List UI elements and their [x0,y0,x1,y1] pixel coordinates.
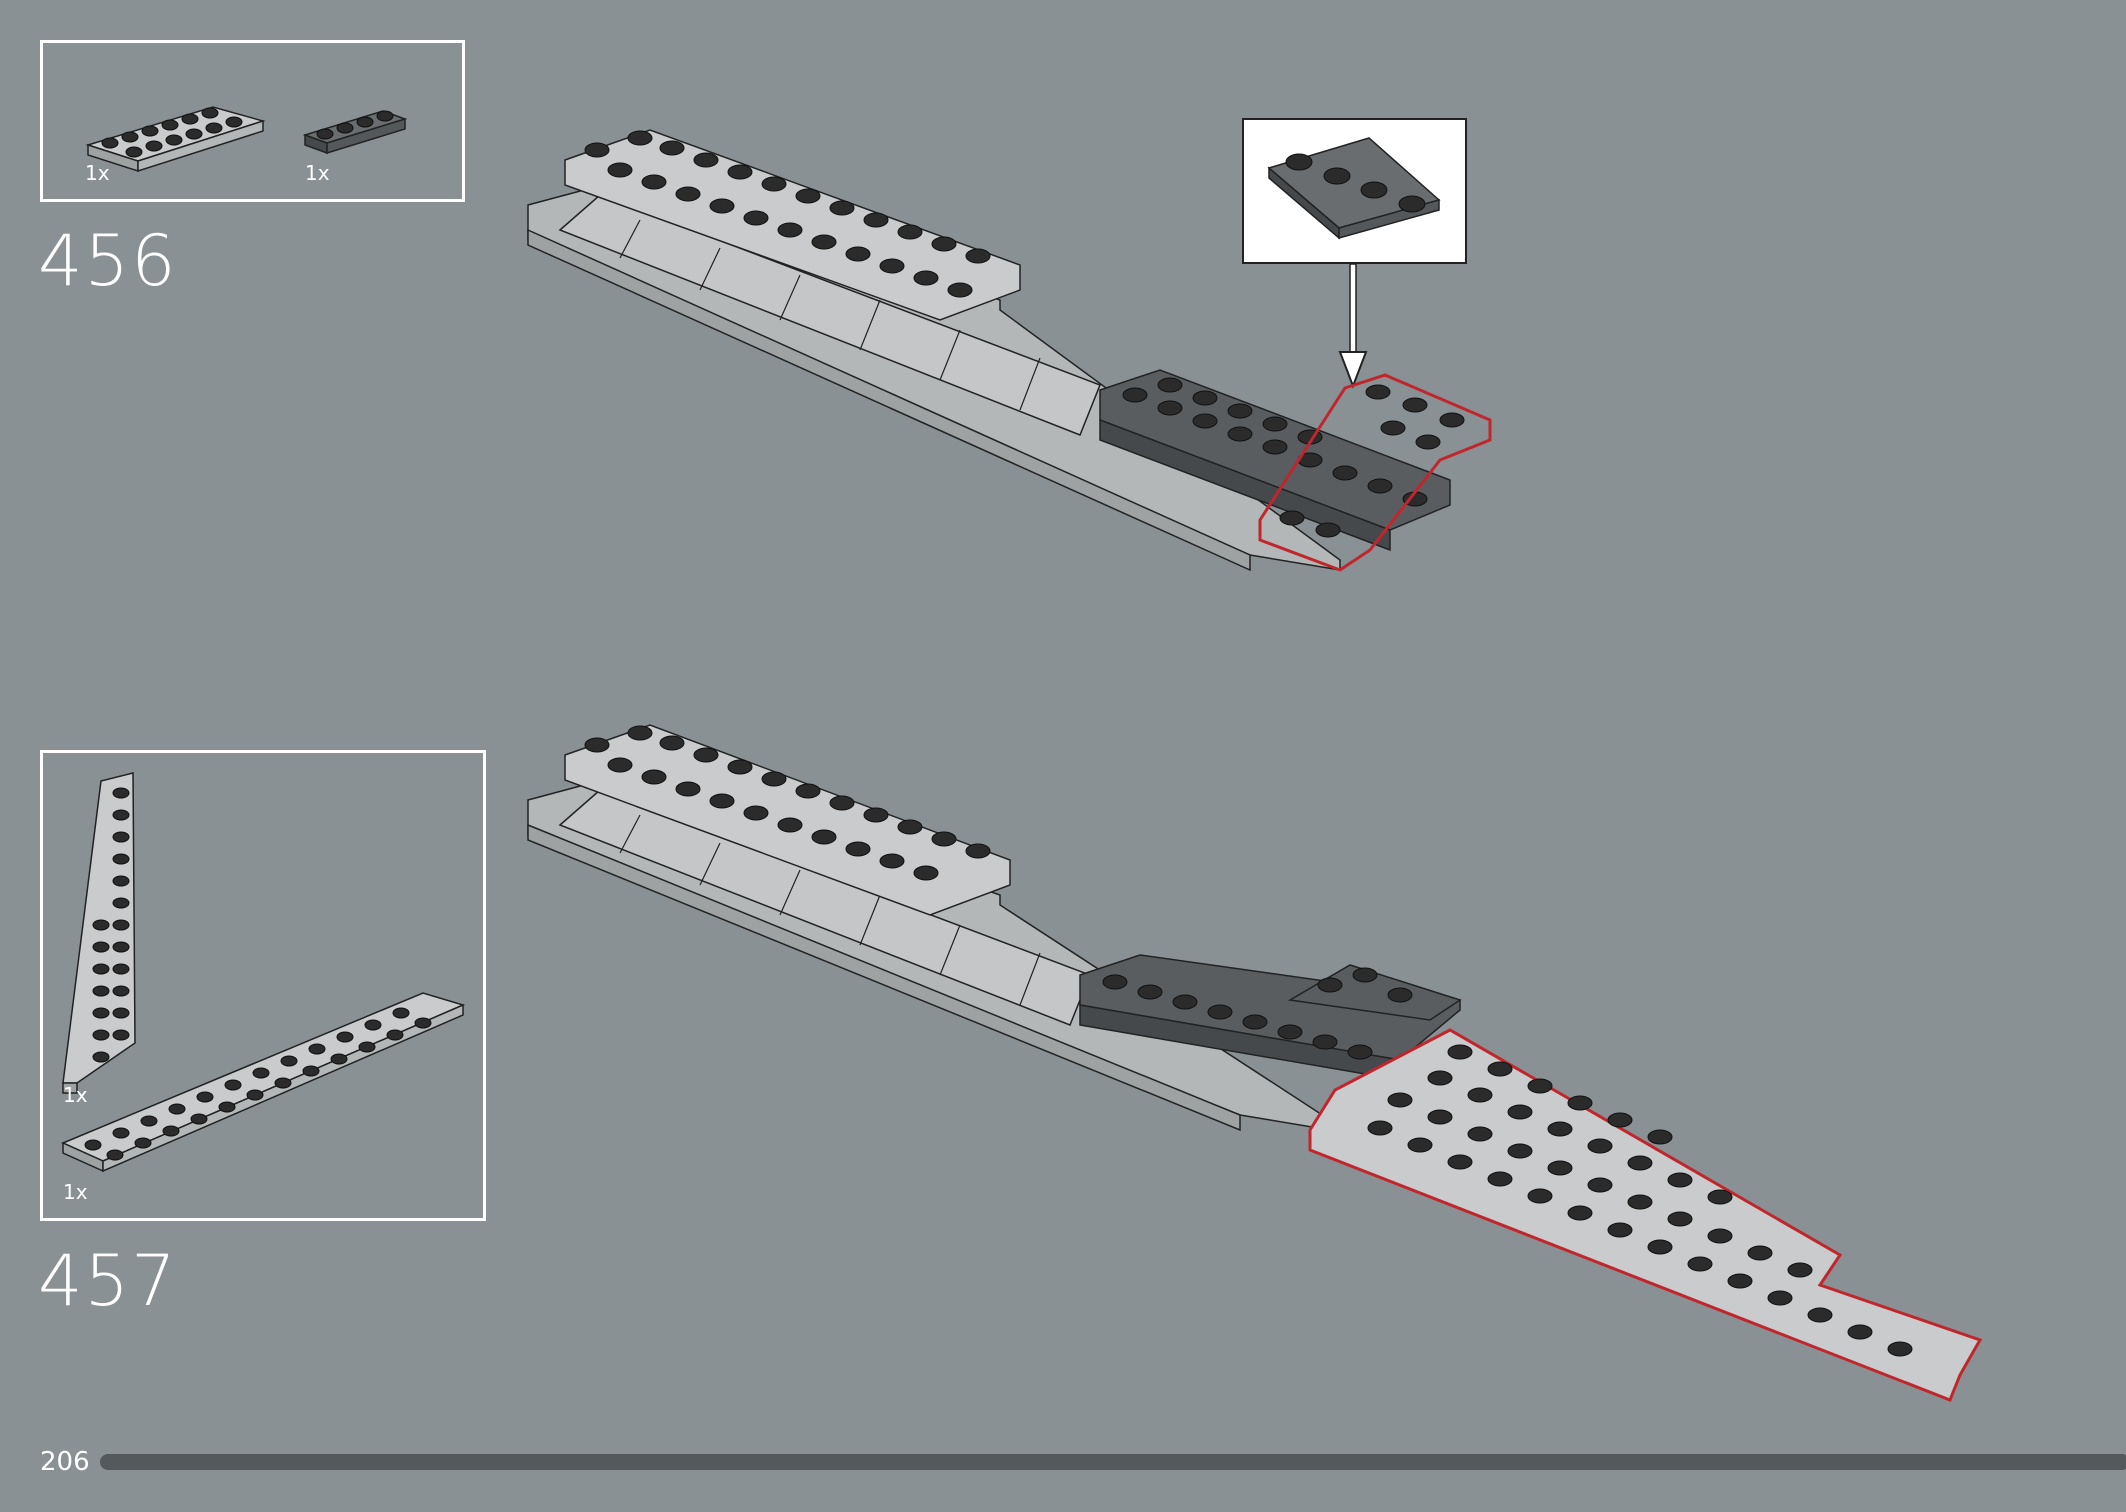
plate-1x4-dark-gray-icon [1267,137,1441,240]
step-number: 456 [38,220,178,302]
plate-1x4-dark-gray-icon [302,110,408,155]
part-qty: 1x [85,161,110,185]
new-part-callout [1242,118,1467,264]
part-qty: 1x [63,1180,88,1204]
plate-1x12-light-gray-icon [61,992,466,1173]
part-qty: 1x [305,161,330,185]
parts-callout-457: 1x 1x [40,750,486,1221]
page-number: 206 [40,1447,90,1477]
part-qty: 1x [63,1083,88,1107]
progress-bar [100,1454,2126,1470]
step-number: 457 [38,1240,178,1322]
placement-arrow [1338,263,1368,389]
parts-illustration-456 [85,106,408,173]
parts-illustration-457 [61,772,466,1173]
wedge-plate-light-gray-icon [62,772,136,1094]
parts-callout-456: 1x 1x [40,40,465,202]
plate-2x6-light-gray-icon [85,106,266,173]
step-457-model [527,724,1983,1402]
